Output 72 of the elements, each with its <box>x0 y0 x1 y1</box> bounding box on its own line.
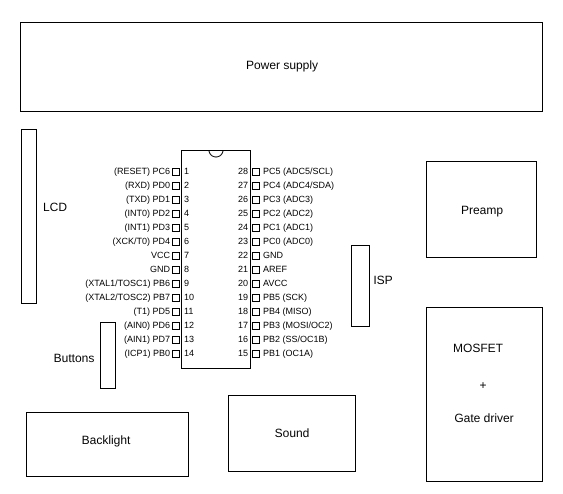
box-label: Preamp <box>460 203 504 217</box>
pin-name: (TXD) PD1 <box>126 194 170 205</box>
box-label: MOSFET <box>453 341 503 355</box>
pin-number: 1 <box>184 166 190 177</box>
pin-name: GND <box>263 250 283 261</box>
pin-number: 12 <box>184 320 194 331</box>
pin-number: 3 <box>184 194 190 205</box>
pin-name: AREF <box>263 264 288 275</box>
plus-sign: + <box>480 378 486 392</box>
pin-number: 10 <box>184 292 194 303</box>
pin-name: PC0 (ADC0) <box>263 236 314 247</box>
pin-name: (RXD) PD0 <box>124 180 170 191</box>
pin-number: 27 <box>238 180 248 191</box>
pin-name: VCC <box>150 250 170 261</box>
pin-number: 18 <box>238 306 248 317</box>
pin-name: (XCK/T0) PD4 <box>112 236 170 247</box>
microcontroller-chip <box>181 150 251 369</box>
pin-number: 17 <box>238 320 248 331</box>
pin-number: 5 <box>184 222 190 233</box>
box-label: Power supply <box>246 58 318 72</box>
pin-name: (ICP1) PB0 <box>124 348 170 359</box>
pin-name: (AIN0) PD6 <box>124 320 170 331</box>
pin-number: 19 <box>238 292 248 303</box>
pin-name: PB3 (MOSI/OC2) <box>263 320 333 331</box>
sound-box <box>228 395 356 472</box>
box-label: Gate driver <box>454 411 514 425</box>
pin-name: (AIN1) PD7 <box>124 334 170 345</box>
pin-number: 9 <box>184 278 190 289</box>
pin-number: 8 <box>184 264 190 275</box>
box-label: LCD <box>43 200 67 214</box>
pin-number: 11 <box>184 306 194 317</box>
pin-name: PC4 (ADC4/SDA) <box>263 180 334 191</box>
pin-number: 2 <box>184 180 190 191</box>
pin-number: 7 <box>184 250 190 261</box>
box-label: Backlight <box>82 433 130 447</box>
mosfet-driver-box <box>426 307 543 482</box>
pin-name: PC2 (ADC2) <box>263 208 314 219</box>
pin-name: PC1 (ADC1) <box>263 222 314 233</box>
preamp-box <box>426 161 537 258</box>
pin-name: (T1) PD5 <box>133 306 170 317</box>
power-supply-box <box>20 22 543 112</box>
pin-number: 21 <box>238 264 248 275</box>
box-label: ISP <box>373 273 393 287</box>
pin-number: 4 <box>184 208 190 219</box>
box-label: Buttons <box>54 351 94 365</box>
pin-number: 22 <box>238 250 248 261</box>
pin-number: 15 <box>238 348 248 359</box>
pin-name: PC3 (ADC3) <box>263 194 314 205</box>
pin-name: PB5 (SCK) <box>263 292 308 303</box>
pin-number: 25 <box>238 208 248 219</box>
pin-name: PC5 (ADC5/SCL) <box>263 166 334 177</box>
pin-number: 16 <box>238 334 248 345</box>
pin-number: 26 <box>238 194 248 205</box>
pin-name: PB4 (MISO) <box>263 306 312 317</box>
pin-name: PB2 (SS/OC1B) <box>263 334 328 345</box>
pin-number: 24 <box>238 222 248 233</box>
pin-name: (RESET) PC6 <box>114 166 170 177</box>
pin-name: (INT0) PD2 <box>124 208 170 219</box>
pin-name: (INT1) PD3 <box>124 222 170 233</box>
pin-name: (XTAL1/TOSC1) PB6 <box>85 278 170 289</box>
pin-number: 14 <box>184 348 194 359</box>
pin-number: 23 <box>238 236 248 247</box>
backlight-box <box>26 412 189 477</box>
pin-number: 28 <box>238 166 248 177</box>
box-label: Sound <box>274 426 310 440</box>
pin-name: GND <box>150 264 170 275</box>
pin-number: 20 <box>238 278 248 289</box>
pin-name: AVCC <box>263 278 288 289</box>
pin-number: 13 <box>184 334 194 345</box>
pin-name: PB1 (OC1A) <box>263 348 314 359</box>
pin-name: (XTAL2/TOSC2) PB7 <box>85 292 170 303</box>
pin-number: 6 <box>184 236 190 247</box>
